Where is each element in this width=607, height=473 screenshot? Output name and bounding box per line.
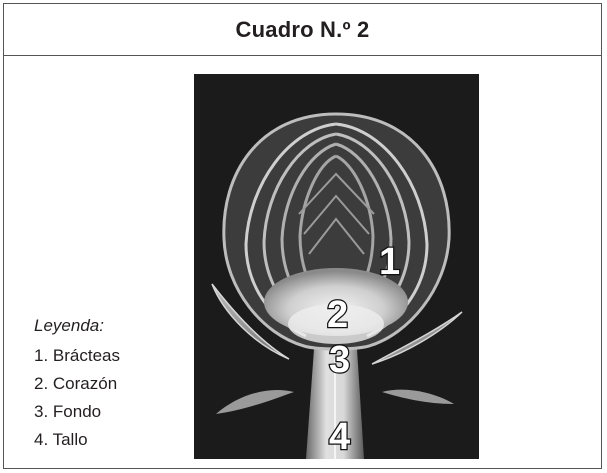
marker-4: 4 xyxy=(329,416,350,458)
legend-item-tallo: 4. Tallo xyxy=(34,426,120,454)
marker-1: 1 xyxy=(379,241,400,283)
legend-item-fondo: 3. Fondo xyxy=(34,398,120,426)
marker-2: 2 xyxy=(327,294,348,336)
legend: Leyenda: 1. Brácteas 2. Corazón 3. Fondo… xyxy=(34,312,120,454)
title-bar: Cuadro N.º 2 xyxy=(4,4,601,56)
figure-frame: Cuadro N.º 2 xyxy=(3,3,602,469)
marker-3: 3 xyxy=(329,339,350,381)
artichoke-photo: 1 2 3 4 xyxy=(194,74,479,459)
legend-item-corazon: 2. Corazón xyxy=(34,370,120,398)
legend-heading: Leyenda: xyxy=(34,312,120,340)
legend-item-bracteas: 1. Brácteas xyxy=(34,342,120,370)
figure-title: Cuadro N.º 2 xyxy=(236,17,370,43)
